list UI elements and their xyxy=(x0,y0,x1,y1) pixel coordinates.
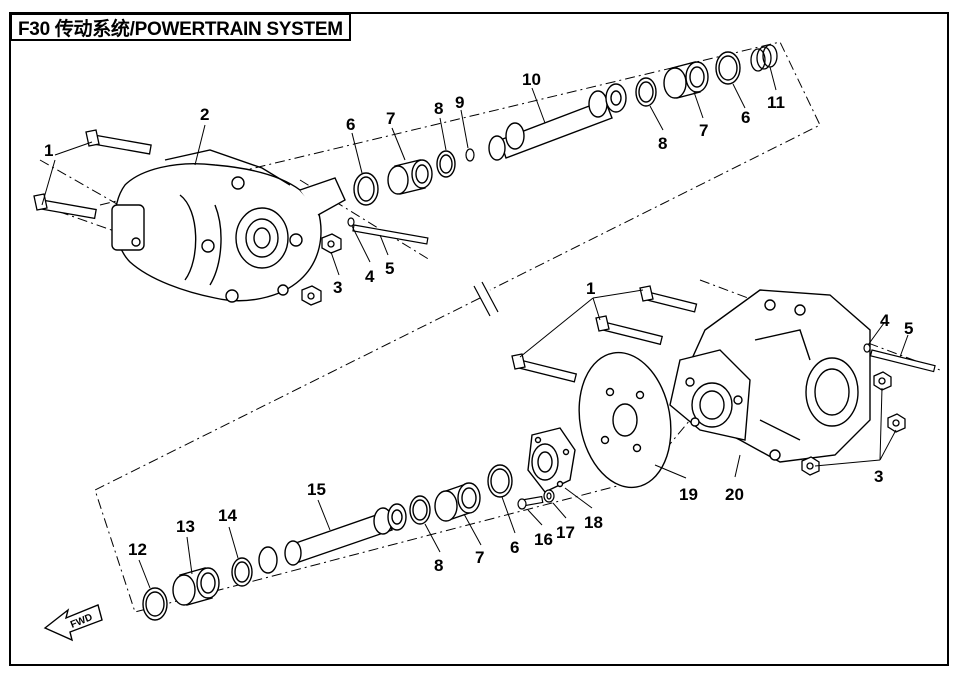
bolt-1-rear-c xyxy=(511,353,578,383)
flange-18 xyxy=(527,427,576,493)
callout-16: 16 xyxy=(534,530,553,549)
ring-14 xyxy=(231,557,253,587)
callout-7-upper: 7 xyxy=(386,109,395,128)
seal-13 xyxy=(172,567,220,606)
bolt-1-rear-b xyxy=(595,315,664,346)
callout-8-upper: 8 xyxy=(434,99,443,118)
callout-1-rear: 1 xyxy=(586,279,595,298)
nut-3-rear-c xyxy=(801,456,820,476)
nut-3-rear-a xyxy=(873,371,892,391)
ring-8-upper-right xyxy=(635,77,657,107)
rear-diff-housing xyxy=(669,289,871,463)
callout-10: 10 xyxy=(522,70,541,89)
seal-7-rear xyxy=(434,482,481,522)
callout-11: 11 xyxy=(767,93,785,112)
callout-12: 12 xyxy=(128,540,147,559)
callout-14: 14 xyxy=(218,506,237,525)
front-diff-housing xyxy=(111,149,346,303)
nut-17 xyxy=(543,489,555,503)
stud-5-rear xyxy=(869,349,936,373)
callout-2: 2 xyxy=(200,105,209,124)
washer-4-rear xyxy=(863,343,871,353)
ring-8-rear xyxy=(409,495,431,525)
fwd-arrow-icon: FWD xyxy=(43,604,103,642)
callout-labels: 1 2 3 4 5 6 7 8 9 10 8 7 6 11 1 4 5 3 19… xyxy=(44,70,913,575)
axis-break-mark xyxy=(473,281,499,317)
callout-3-rear: 3 xyxy=(874,467,883,486)
shaft-15 xyxy=(258,503,407,574)
callout-6-upper: 6 xyxy=(346,115,355,134)
callout-6-upper-right: 6 xyxy=(741,108,750,127)
callout-5-rear: 5 xyxy=(904,319,913,338)
shaft-10 xyxy=(488,83,627,161)
clip-11 xyxy=(750,44,778,72)
callout-4-rear: 4 xyxy=(880,311,890,330)
bearing-6-upper-right xyxy=(715,51,741,85)
bolt-1-upper xyxy=(85,129,152,155)
callout-5-upper: 5 xyxy=(385,259,394,278)
callout-17: 17 xyxy=(556,523,575,542)
callout-7-upper-right: 7 xyxy=(699,121,708,140)
bearing-6-rear xyxy=(487,464,513,498)
callout-8-rear: 8 xyxy=(434,556,443,575)
bolt-1-lower xyxy=(33,193,97,220)
callout-1-upper: 1 xyxy=(44,141,53,160)
washer-4-upper xyxy=(347,217,355,227)
callout-19: 19 xyxy=(679,485,698,504)
callout-4-upper: 4 xyxy=(365,267,375,286)
bearing-6-upper xyxy=(353,172,379,206)
ring-8-upper xyxy=(436,150,456,178)
callout-6-rear: 6 xyxy=(510,538,519,557)
seal-7-upper-right xyxy=(663,61,709,99)
stud-5-upper xyxy=(352,224,429,245)
ring-12 xyxy=(142,587,168,621)
callout-20: 20 xyxy=(725,485,744,504)
bolt-16 xyxy=(517,495,544,510)
callout-13: 13 xyxy=(176,517,195,536)
callout-8-upper-right: 8 xyxy=(658,134,667,153)
ring-9 xyxy=(465,148,475,162)
nut-3-upper-a xyxy=(321,233,342,254)
page-border xyxy=(9,12,949,666)
callout-7-rear: 7 xyxy=(475,548,484,567)
callout-15: 15 xyxy=(307,480,326,499)
diagram-title: F30 传动系统/POWERTRAIN SYSTEM xyxy=(18,18,343,40)
nut-3-rear-b xyxy=(887,413,906,433)
callout-9: 9 xyxy=(455,93,464,112)
callout-18: 18 xyxy=(584,513,603,532)
brake-disc-19 xyxy=(578,351,672,489)
callout-3-upper: 3 xyxy=(333,278,342,297)
leader-lines xyxy=(41,66,909,589)
seal-7-upper xyxy=(387,159,433,195)
bolt-1-rear-a xyxy=(639,285,698,313)
nut-3-upper-b xyxy=(301,285,322,306)
